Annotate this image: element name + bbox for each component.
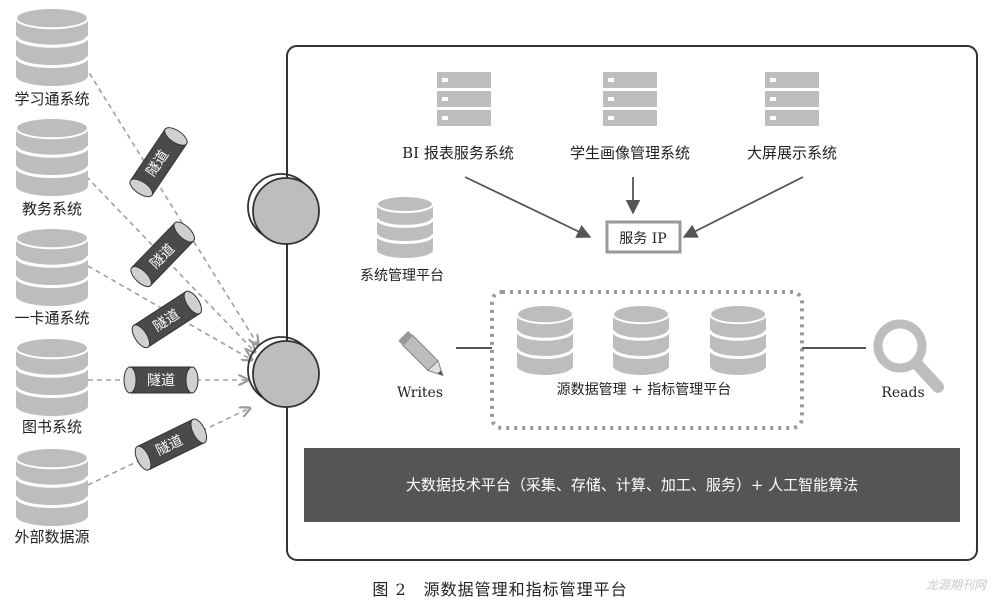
database-icon — [14, 337, 90, 416]
source-label-xuexitong: 学习通系统 — [14, 90, 90, 108]
service-ip-box — [605, 220, 682, 254]
tunnel-icon — [134, 418, 208, 471]
system-label-bi: BI 报表服务系统 — [402, 144, 514, 162]
database-icon — [14, 447, 90, 526]
service-ip-label: 服务 IP — [619, 231, 667, 247]
service-arrows — [464, 176, 804, 238]
reads-label: Reads — [881, 385, 925, 401]
tunnel-icon — [131, 290, 203, 349]
main-frame — [286, 45, 978, 561]
core-platform-box — [490, 290, 804, 430]
source-db-icons — [14, 6, 90, 526]
writes-label: Writes — [396, 385, 444, 401]
core-db-icons — [515, 304, 768, 375]
bigdata-bar — [304, 448, 960, 522]
database-icon — [375, 195, 435, 259]
pencil-icon — [398, 330, 444, 377]
tunnel-icon — [123, 366, 199, 394]
source-label-library: 图书系统 — [21, 418, 83, 436]
tunnel-label: 隧道 — [147, 373, 175, 389]
core-platform-label: 源数据管理 + 指标管理平台 — [556, 382, 732, 398]
system-label-student-portrait: 学生画像管理系统 — [569, 144, 691, 162]
source-lines — [79, 57, 258, 486]
tunnels — [123, 127, 208, 471]
system-label-big-screen: 大屏展示系统 — [746, 144, 838, 162]
database-icon — [14, 6, 90, 86]
bigdata-bar-label: 大数据技术平台（采集、存储、计算、加工、服务）+ 人工智能算法 — [405, 476, 859, 494]
database-icon — [708, 304, 768, 375]
source-label-jiaowu: 教务系统 — [21, 200, 83, 218]
sys-mgmt-label: 系统管理平台 — [360, 268, 444, 284]
server-icons — [437, 72, 819, 126]
server-icon — [765, 72, 819, 126]
source-label-external: 外部数据源 — [14, 528, 90, 546]
database-icon — [14, 117, 90, 196]
database-icon — [611, 304, 671, 375]
database-icon — [14, 227, 90, 306]
port-circle-bottom — [247, 336, 320, 408]
tunnel-icon — [129, 127, 188, 198]
watermark-logo: 龙源期刊网 — [925, 578, 986, 592]
tunnel-icon — [130, 221, 195, 288]
sys-mgmt-db-icon — [375, 195, 435, 259]
server-icon — [603, 72, 657, 126]
source-label-yikatong: 一卡通系统 — [14, 309, 90, 327]
database-icon — [515, 304, 575, 375]
port-circle-top — [247, 173, 320, 245]
figure-caption: 图 2 源数据管理和指标管理平台 — [372, 580, 628, 599]
server-icon — [437, 72, 491, 126]
magnifier-icon — [873, 319, 944, 393]
